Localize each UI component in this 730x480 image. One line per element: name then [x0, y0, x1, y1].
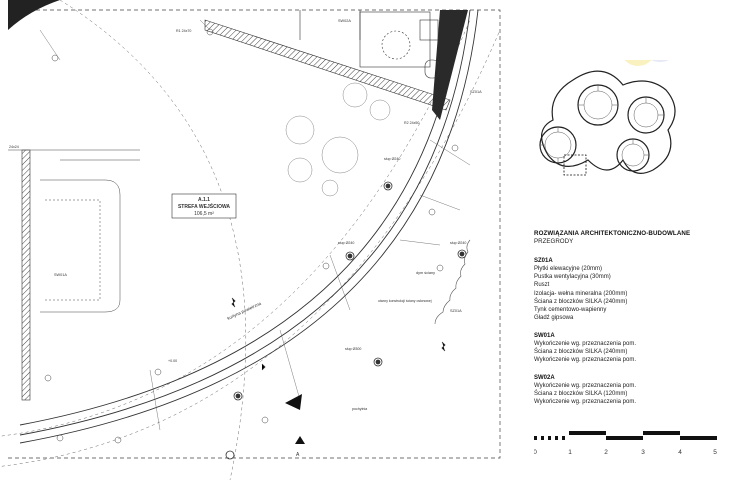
scale-label-5: 5	[713, 449, 717, 456]
spec-line: Tynk cementowo-wapienny	[534, 307, 607, 314]
spec-line: Wykończenie wg. przeznaczenia pom.	[534, 399, 636, 406]
spec-line: Wykończenie wg. przeznaczenia pom.	[534, 383, 636, 389]
annotation-slup-1: słup Ø240	[384, 157, 400, 161]
axis-bubbles	[44, 28, 459, 444]
rooms-top	[299, 10, 440, 79]
spec-line: Wykończenie wg. przeznaczenia pom.	[534, 341, 636, 347]
spec-line: Izolacja- wełna mineralna (200mm)	[534, 290, 628, 297]
decor-blob-yellow	[624, 60, 652, 66]
label-sz01a-top: SZ01A	[470, 90, 482, 94]
room-number: A.1.1	[198, 197, 210, 203]
spec-sw01a: SW01A Wykończenie wg. przeznaczenia pom.…	[534, 332, 724, 365]
scale-bar: 0 1 2 3 4 5	[534, 431, 717, 456]
key-plan	[539, 60, 676, 176]
label-sw02a: SW02A	[338, 19, 351, 23]
label-r1: R1 24x70	[176, 29, 191, 33]
landscape-trees	[285, 82, 391, 197]
key-plan-highlight	[563, 154, 587, 176]
spec-sz01a: SZ01A Płytki elewacyjne (20mm) Pustka we…	[534, 257, 724, 322]
key-plan-radial-rooms	[540, 85, 664, 167]
label-r2: R2 24x50	[404, 121, 419, 125]
label-elevation: +0.00	[168, 359, 177, 363]
wall-hatched-left	[21, 149, 31, 401]
label-sw01a: SW01A	[54, 273, 67, 277]
section-subtitle: PRZEGRODY	[534, 238, 574, 245]
annotation-slup-4: słup Ø300	[345, 347, 361, 351]
spec-line: Wykończenie wg. przeznaczenia pom.	[534, 357, 636, 364]
spec-code: SW01A	[534, 333, 555, 339]
label-pochylnia: pochylnia	[352, 407, 367, 411]
annotation-kurtyna: kurtyna powietrzna	[226, 301, 262, 321]
spec-line: Ściana z bloczków SILKA (240mm)	[534, 349, 628, 356]
radial-dimension-lines	[39, 19, 471, 431]
label-dimension: 24x24	[9, 145, 19, 149]
scale-label-2: 2	[604, 449, 608, 456]
spec-code: SW02A	[534, 375, 555, 381]
spec-line: Ściana z bloczków SILKA (240mm)	[534, 298, 628, 305]
scale-label-4: 4	[678, 449, 682, 456]
spec-line: Ściana z bloczków SILKA (120mm)	[534, 391, 628, 398]
curved-facade-wall	[19, 9, 479, 444]
level-marks	[231, 297, 446, 371]
annotation-slup-2: słup Ø240	[338, 241, 354, 245]
floor-plan-drawing: A.1.1 STREFA WEJŚCIOWA 106,5 m² kurtyna …	[0, 0, 501, 480]
spec-code: SZ01A	[534, 258, 553, 264]
section-title: ROZWIĄZANIA ARCHITEKTONICZNO-BUDOWLANE	[534, 230, 691, 237]
scale-label-1: 1	[568, 449, 572, 456]
annotation-wentylacja: otwory konstrukcji ściany osłonowej	[378, 299, 432, 303]
label-sz01a-right: SZ01A	[450, 309, 462, 313]
drawing-frame	[8, 9, 501, 459]
decor-blob-lavender	[650, 60, 670, 62]
left-inner-room	[8, 149, 140, 313]
room-area: 106,5 m²	[194, 211, 214, 217]
columns	[225, 181, 467, 460]
annotation-slup-3: słup Ø240	[450, 241, 466, 245]
scale-label-0: 0	[534, 449, 537, 456]
spec-line: Ruszt	[534, 282, 550, 289]
wall-hatched-top	[204, 19, 451, 111]
scale-bar-segments	[534, 431, 717, 440]
annotation-dym: dym ściany	[416, 271, 435, 275]
entrance-arrow-small	[295, 436, 305, 444]
spec-line: Pustka wentylacyjna (30mm)	[534, 274, 611, 281]
scale-label-3: 3	[641, 449, 645, 456]
wall-solid-top-right	[432, 10, 468, 120]
curtain-wave	[434, 239, 471, 325]
entrance-arrow-large	[285, 394, 302, 410]
spec-line: Gładź gipsowa	[534, 315, 574, 322]
room-name: STREFA WEJŚCIOWA	[178, 203, 230, 210]
corner-wedge	[8, 0, 60, 30]
spec-sw02a: SW02A Wykończenie wg. przeznaczenia pom.…	[534, 374, 724, 407]
room-label-box	[171, 193, 237, 219]
specification-panel: ROZWIĄZANIA ARCHITEKTONICZNO-BUDOWLANE P…	[534, 0, 724, 480]
spec-line: Płytki elewacyjne (20mm)	[534, 266, 603, 272]
label-axis-a: A	[296, 452, 300, 458]
